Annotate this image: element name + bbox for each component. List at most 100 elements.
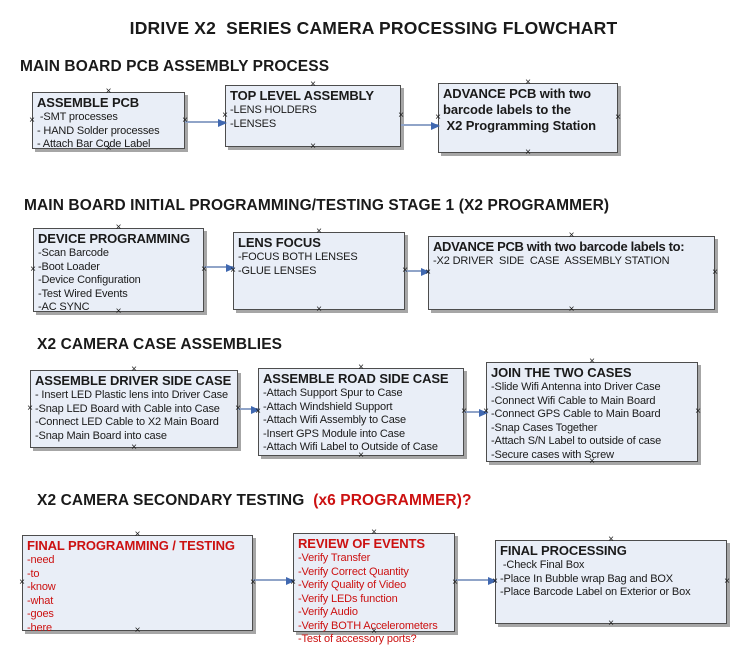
section-header-text: X2 CAMERA SECONDARY TESTING <box>37 492 309 509</box>
flow-box-advance-pcb-programming-station: ADVANCE PCB with two barcode labels to t… <box>438 83 618 153</box>
box-item: -what <box>27 594 54 607</box>
box-items: -SMT processes- HAND Solder processes- A… <box>37 111 180 152</box>
flow-box-final-programming-testing: FINAL PROGRAMMING / TESTING -need-to-kno… <box>22 535 253 634</box>
flow-box-assemble-road-side-case: ASSEMBLE ROAD SIDE CASE -Attach Support … <box>258 368 464 456</box>
flow-arrow <box>401 122 440 130</box>
connection-handle-icon: × <box>608 618 614 629</box>
box-item: -Check Final Box <box>500 559 585 571</box>
box-item: -LENSES <box>230 117 277 130</box>
box-item: -know <box>27 581 56 593</box>
box-item: -Test of accessory ports? <box>298 633 417 645</box>
section-header-pcb-assembly: MAIN BOARD PCB ASSEMBLY PROCESS <box>20 58 330 75</box>
connection-handle-icon: × <box>492 576 498 587</box>
box-items: -need-to-know-what-goes-here <box>27 554 248 635</box>
connection-handle-icon: × <box>105 143 112 154</box>
flow-box-advance-pcb-driver-side: ADVANCE PCB with two barcode labels to: … <box>428 236 715 310</box>
box-item: -Connect GPS Cable to Main Board <box>491 408 661 420</box>
connection-handle-icon: × <box>115 306 122 317</box>
connection-handle-icon: × <box>398 110 404 121</box>
box-title: ADVANCE PCB with two barcode labels to t… <box>443 86 597 133</box>
box-item: -Connect LED Cable to X2 Main Board <box>35 416 219 428</box>
box-items: -Attach Support Spur to Case-Attach Wind… <box>263 387 459 455</box>
connection-handle-icon: × <box>222 110 228 121</box>
connection-handle-icon: × <box>358 450 364 461</box>
box-item: -FOCUS BOTH LENSES <box>238 251 358 263</box>
arrowhead-icon <box>286 577 295 585</box>
connection-handle-icon: × <box>589 356 595 367</box>
box-item: -SMT processes <box>37 111 118 123</box>
flow-arrow <box>204 264 235 272</box>
box-item: - Attach Bar Code Label <box>37 138 151 150</box>
box-item: -Scan Barcode <box>38 247 109 259</box>
box-item: -Snap LED Board with Cable into Case <box>35 402 220 415</box>
arrowhead-icon <box>488 577 497 585</box>
box-items: -Scan Barcode-Boot Loader-Device Configu… <box>38 247 199 315</box>
box-title: ASSEMBLE ROAD SIDE CASE <box>263 371 449 386</box>
connection-handle-icon: × <box>525 147 531 158</box>
connection-handle-icon: × <box>568 230 575 241</box>
connection-handle-icon: × <box>235 403 241 414</box>
box-item: -to <box>27 567 40 580</box>
box-item: -Place In Bubble wrap Bag and BOX <box>500 572 673 585</box>
connection-handle-icon: × <box>134 625 141 636</box>
connection-handle-icon: × <box>461 406 467 417</box>
box-item: -Slide Wifi Antenna into Driver Case <box>491 381 661 393</box>
box-item: -Verify Correct Quantity <box>298 565 409 578</box>
arrowhead-icon <box>431 122 440 130</box>
connection-handle-icon: × <box>608 534 614 545</box>
connection-handle-icon: × <box>30 264 36 275</box>
box-item: -Verify Transfer <box>298 552 371 564</box>
connection-handle-icon: × <box>310 141 316 152</box>
connection-handle-icon: × <box>115 222 122 233</box>
box-item: -X2 DRIVER SIDE CASE ASSEMBLY STATION <box>433 255 670 267</box>
box-item: -Attach Wifi Assembly to Case <box>263 414 406 426</box>
box-item: -Attach Wifi Label to Outside of Case <box>263 441 438 453</box>
connection-handle-icon: × <box>371 626 377 637</box>
flow-box-review-of-events: REVIEW OF EVENTS -Verify Transfer-Verify… <box>293 533 455 645</box>
connection-handle-icon: × <box>425 267 431 278</box>
box-items: -Verify Transfer-Verify Correct Quantity… <box>298 552 450 647</box>
box-title: ADVANCE PCB with two barcode labels to: <box>433 239 685 254</box>
section-header-secondary-testing: X2 CAMERA SECONDARY TESTING (x6 PROGRAMM… <box>37 492 472 510</box>
box-item: -Place Barcode Label on Exterior or Box <box>500 586 691 598</box>
connection-handle-icon: × <box>105 86 112 97</box>
connection-handle-icon: × <box>131 364 137 375</box>
box-item: - HAND Solder processes <box>37 124 160 137</box>
box-item: -Boot Loader <box>38 260 100 273</box>
box-title: LENS FOCUS <box>238 235 321 250</box>
flow-box-assemble-driver-side-case: ASSEMBLE DRIVER SIDE CASE - Insert LED P… <box>30 370 238 448</box>
arrowhead-icon <box>421 268 430 276</box>
box-title: TOP LEVEL ASSEMBLY <box>230 88 374 103</box>
box-items: - Insert LED Plastic lens into Driver Ca… <box>35 389 233 443</box>
arrowhead-icon <box>218 119 227 127</box>
box-items: -FOCUS BOTH LENSES-GLUE LENSES <box>238 251 400 278</box>
flow-box-join-the-two-cases: JOIN THE TWO CASES -Slide Wifi Antenna i… <box>486 362 698 462</box>
box-title: ASSEMBLE PCB <box>37 95 140 110</box>
box-title: REVIEW OF EVENTS <box>298 536 425 551</box>
flow-box-device-programming: DEVICE PROGRAMMING -Scan Barcode-Boot Lo… <box>33 228 204 315</box>
connection-handle-icon: × <box>316 226 322 237</box>
connection-handle-icon: × <box>695 406 701 417</box>
flow-arrow <box>464 409 488 417</box>
flow-box-assemble-pcb: ASSEMBLE PCB -SMT processes- HAND Solder… <box>32 92 185 152</box>
flow-box-lens-focus: LENS FOCUS -FOCUS BOTH LENSES-GLUE LENSE… <box>233 232 405 310</box>
connection-handle-icon: × <box>452 576 458 588</box>
connection-handle-icon: × <box>27 403 33 414</box>
flow-box-final-processing: FINAL PROCESSING -Check Final Box-Place … <box>495 540 727 624</box>
connection-handle-icon: × <box>290 576 296 588</box>
box-item: -Snap Main Board into case <box>35 429 167 442</box>
box-item: -Verify Audio <box>298 606 358 618</box>
flow-arrow <box>405 268 430 276</box>
box-title: FINAL PROGRAMMING / TESTING <box>27 538 235 553</box>
connection-handle-icon: × <box>131 442 137 453</box>
flow-arrow <box>238 406 260 414</box>
flow-arrow <box>253 577 295 585</box>
box-items: -X2 DRIVER SIDE CASE ASSEMBLY STATION <box>433 255 710 269</box>
connection-handle-icon: × <box>310 79 316 90</box>
box-item: -AC SYNC <box>38 301 90 313</box>
connection-handle-icon: × <box>134 529 141 540</box>
box-title: JOIN THE TWO CASES <box>491 365 632 380</box>
box-item: -goes <box>27 608 54 620</box>
box-items: -Slide Wifi Antenna into Driver Case -Con… <box>491 381 693 462</box>
arrowhead-icon <box>479 409 488 417</box>
